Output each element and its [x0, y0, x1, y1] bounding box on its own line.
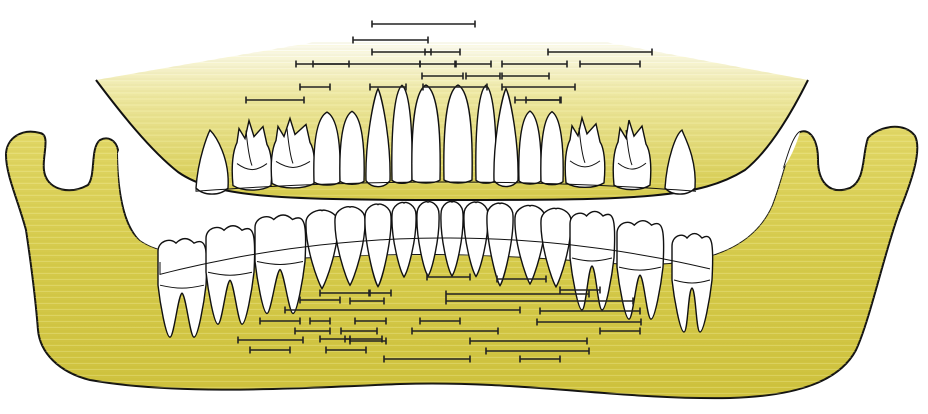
lower-label-line	[309, 317, 331, 325]
upper-label-line	[419, 60, 456, 68]
upper-right-central-incisor-tooth	[411, 84, 441, 184]
lower-label-line	[599, 327, 641, 335]
lower-label-line	[419, 317, 461, 325]
upper-right-third-molar-tooth	[195, 128, 229, 195]
lower-label-line	[383, 355, 471, 363]
lower-label-line	[354, 317, 387, 325]
upper-right-second-molar-tooth	[231, 117, 273, 191]
lower-label-line	[249, 346, 291, 354]
upper-right-first-premolar-tooth	[339, 110, 365, 186]
lower-right-canine-tooth	[364, 203, 392, 288]
upper-label-line	[579, 60, 641, 68]
lower-label-line	[469, 337, 588, 345]
upper-label-line	[422, 83, 488, 91]
lower-label-line	[237, 336, 304, 344]
lower-label-line	[259, 317, 301, 325]
lower-label-line	[445, 297, 634, 305]
upper-label-line	[369, 83, 407, 91]
lower-teeth	[157, 200, 714, 338]
lower-right-second-molar-tooth	[205, 225, 256, 325]
lower-left-second-molar-tooth	[616, 219, 665, 320]
upper-right-second-premolar-tooth	[313, 111, 341, 186]
lower-left-first-molar-tooth	[569, 210, 616, 311]
upper-label-line	[424, 48, 461, 56]
upper-label-line	[514, 96, 561, 104]
upper-label-line	[352, 36, 429, 44]
upper-label-line	[455, 60, 492, 68]
lower-label-line	[368, 289, 392, 297]
lower-label-line	[539, 307, 641, 315]
lower-right-third-molar-tooth	[157, 237, 208, 338]
upper-label-lines	[245, 20, 653, 104]
upper-right-lateral-incisor-tooth	[391, 84, 413, 184]
upper-left-third-molar-tooth	[664, 129, 696, 195]
lower-label-line	[426, 273, 471, 281]
upper-label-line	[501, 72, 550, 80]
lower-label-line	[349, 297, 385, 305]
lower-label-line	[325, 346, 367, 354]
upper-right-canine-tooth	[365, 87, 391, 188]
upper-label-line	[312, 60, 350, 68]
upper-left-canine-tooth	[493, 86, 519, 188]
lower-left-third-molar-tooth	[671, 232, 714, 333]
lower-label-line	[411, 327, 499, 335]
lower-label-line	[496, 275, 547, 283]
lower-right-central-incisor-tooth	[416, 201, 440, 278]
lower-label-line	[340, 327, 378, 335]
upper-left-central-incisor-tooth	[443, 84, 473, 184]
upper-label-line	[465, 72, 501, 80]
maxilla-outline	[95, 79, 809, 202]
upper-label-line	[245, 96, 305, 104]
lower-label-line	[536, 318, 642, 326]
mandible	[4, 125, 919, 400]
lower-right-lateral-incisor-tooth	[391, 201, 417, 279]
lower-right-first-molar-tooth	[254, 214, 307, 315]
upper-left-lateral-incisor-tooth	[475, 84, 497, 184]
upper-left-first-premolar-tooth	[518, 110, 542, 185]
upper-label-line	[421, 72, 464, 80]
upper-left-first-molar-tooth	[564, 115, 606, 189]
lower-label-line	[349, 337, 387, 345]
lower-label-line	[294, 327, 331, 335]
upper-label-line	[501, 60, 568, 68]
upper-teeth	[195, 84, 697, 195]
lower-label-line	[559, 286, 601, 294]
lower-label-line	[485, 347, 590, 355]
upper-left-second-premolar-tooth	[540, 110, 564, 186]
lower-label-line	[445, 290, 590, 298]
lower-label-line	[519, 355, 561, 363]
upper-label-line	[371, 20, 476, 28]
upper-label-line	[501, 83, 576, 91]
upper-right-first-molar-tooth	[270, 116, 316, 189]
lower-label-lines	[237, 273, 642, 363]
lower-left-canine-tooth	[486, 202, 514, 287]
upper-label-line	[547, 48, 653, 56]
lower-left-central-incisor-tooth	[440, 200, 464, 278]
upper-label-line	[299, 83, 331, 91]
lower-label-line	[299, 296, 341, 304]
lower-label-line	[284, 306, 521, 314]
upper-left-second-molar-tooth	[612, 119, 652, 191]
